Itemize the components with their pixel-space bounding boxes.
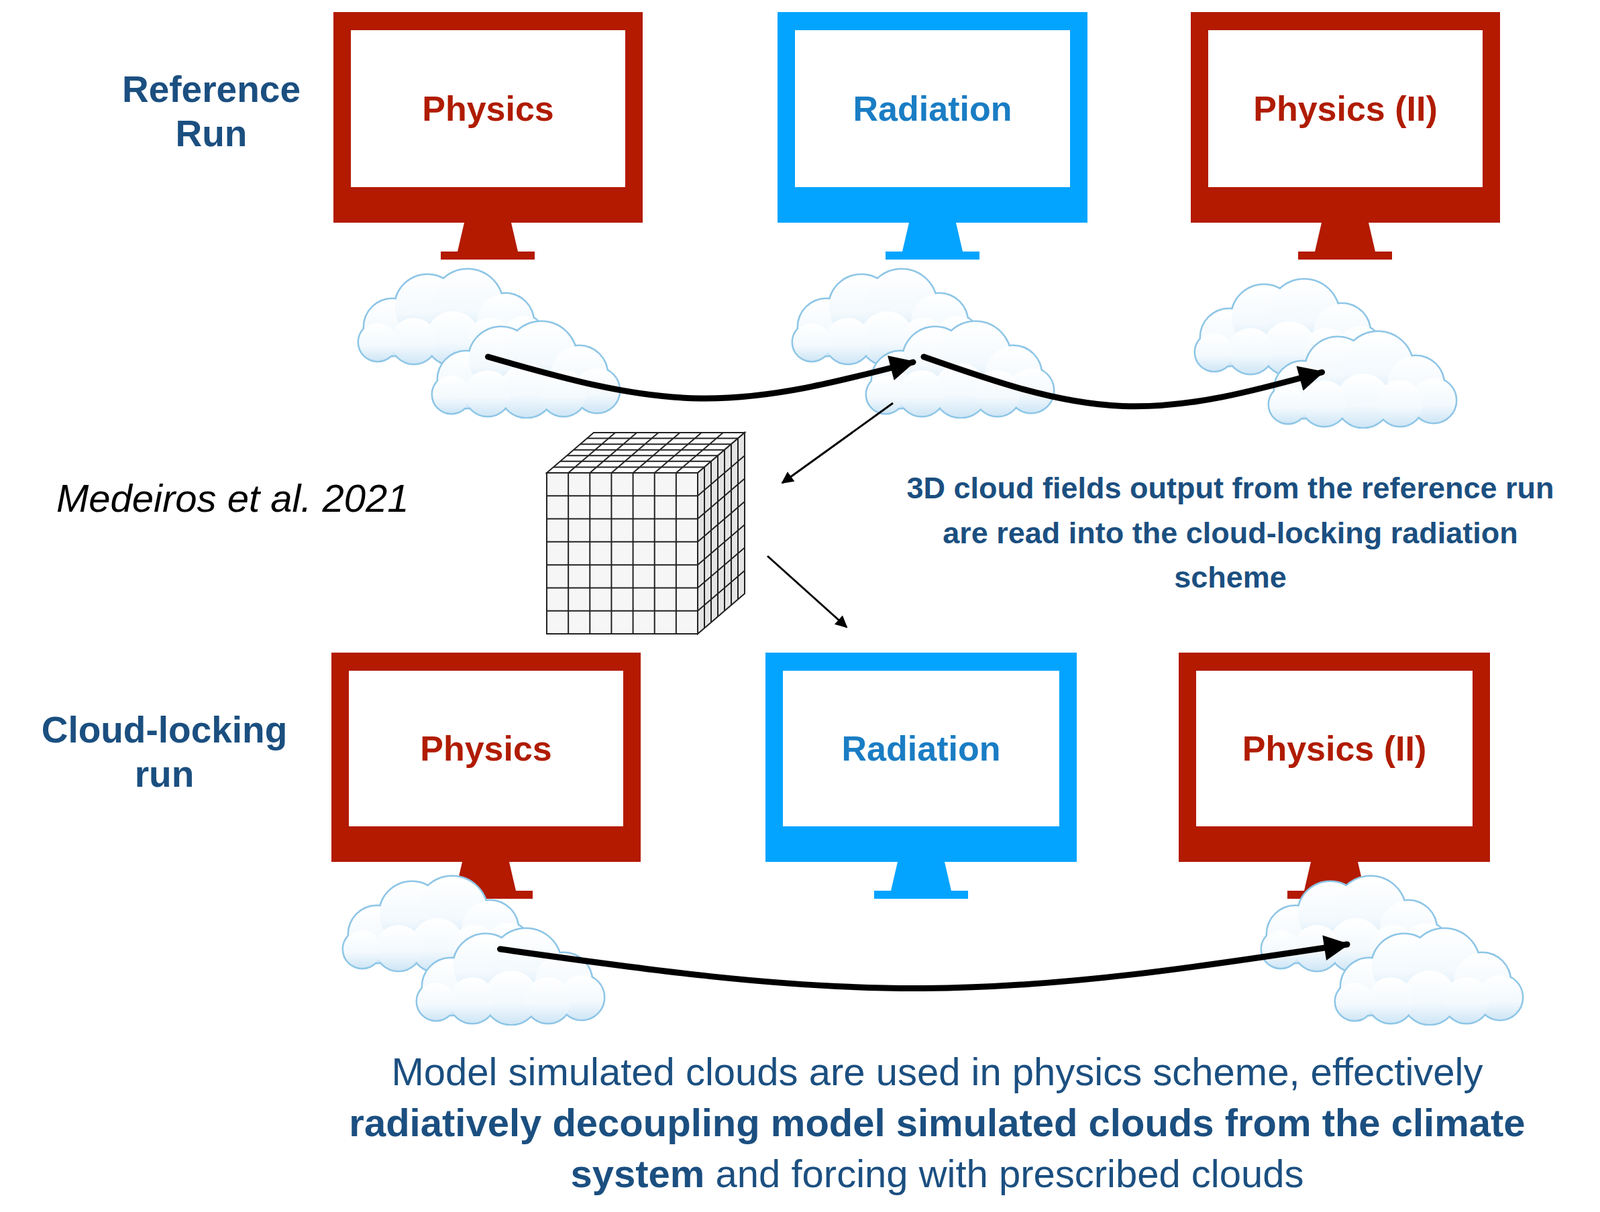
monitor-screen: Physics (II)	[1190, 12, 1501, 223]
flow-arrow	[923, 356, 1323, 407]
monitor-screen: Radiation	[765, 652, 1077, 863]
explanation-block: Model simulated clouds are used in physi…	[289, 1046, 1585, 1200]
grid-line	[587, 438, 738, 440]
cloud	[358, 269, 620, 418]
monitor-neck	[457, 222, 518, 252]
annotation: Cloud-locking run	[26, 707, 302, 797]
grid-line	[546, 587, 698, 589]
grid-line	[675, 472, 677, 634]
cloud-puff	[417, 929, 604, 1025]
monitor-neck	[902, 222, 963, 252]
grid-line	[546, 564, 698, 566]
cube-side	[697, 432, 745, 634]
monitor-label: Physics (II)	[1253, 88, 1438, 129]
explanation-text: Model simulated clouds are used in physi…	[391, 1049, 1484, 1094]
monitor-base	[1298, 251, 1393, 260]
grid-line	[546, 495, 698, 497]
cube-front	[546, 472, 698, 634]
grid-line	[632, 472, 634, 634]
monitor-label: Physics	[419, 728, 553, 769]
monitor-neck	[1314, 222, 1376, 252]
monitor-screen: Physics	[331, 652, 641, 863]
cloud-puff	[1335, 929, 1523, 1025]
cloud	[343, 876, 604, 1025]
monitor-base	[885, 251, 980, 260]
grid-line	[589, 472, 591, 634]
monitor-label: Physics	[421, 88, 555, 129]
leader-arrow	[767, 556, 847, 628]
monitor-base	[440, 251, 535, 260]
monitor-screen: Radiation	[777, 12, 1088, 223]
annotation: Reference Run	[100, 67, 323, 156]
leader-arrow	[782, 403, 893, 484]
grid-line	[546, 610, 698, 612]
flow-arrow	[500, 944, 1348, 989]
cloud	[1195, 279, 1456, 428]
monitor-label: Physics (II)	[1242, 728, 1427, 769]
monitor-neck	[890, 862, 952, 891]
grid-cube	[546, 432, 745, 634]
monitor-base	[874, 890, 969, 899]
citation: Medeiros et al. 2021	[56, 474, 540, 522]
monitor-label: Radiation	[841, 728, 1001, 769]
monitor-screen: Physics	[333, 12, 643, 223]
grid-line	[546, 518, 698, 520]
grid-line	[546, 541, 698, 543]
cloud	[792, 269, 1054, 418]
grid-line	[697, 570, 745, 612]
grid-line	[567, 472, 569, 634]
grid-line	[610, 472, 612, 634]
grid-line	[654, 472, 656, 634]
monitor-label: Radiation	[853, 88, 1013, 129]
annotation: 3D cloud fields output from the referenc…	[890, 466, 1570, 601]
monitor-screen: Physics (II)	[1178, 652, 1490, 863]
flow-arrow	[488, 356, 914, 399]
explanation-text: and forcing with prescribed clouds	[715, 1151, 1305, 1196]
